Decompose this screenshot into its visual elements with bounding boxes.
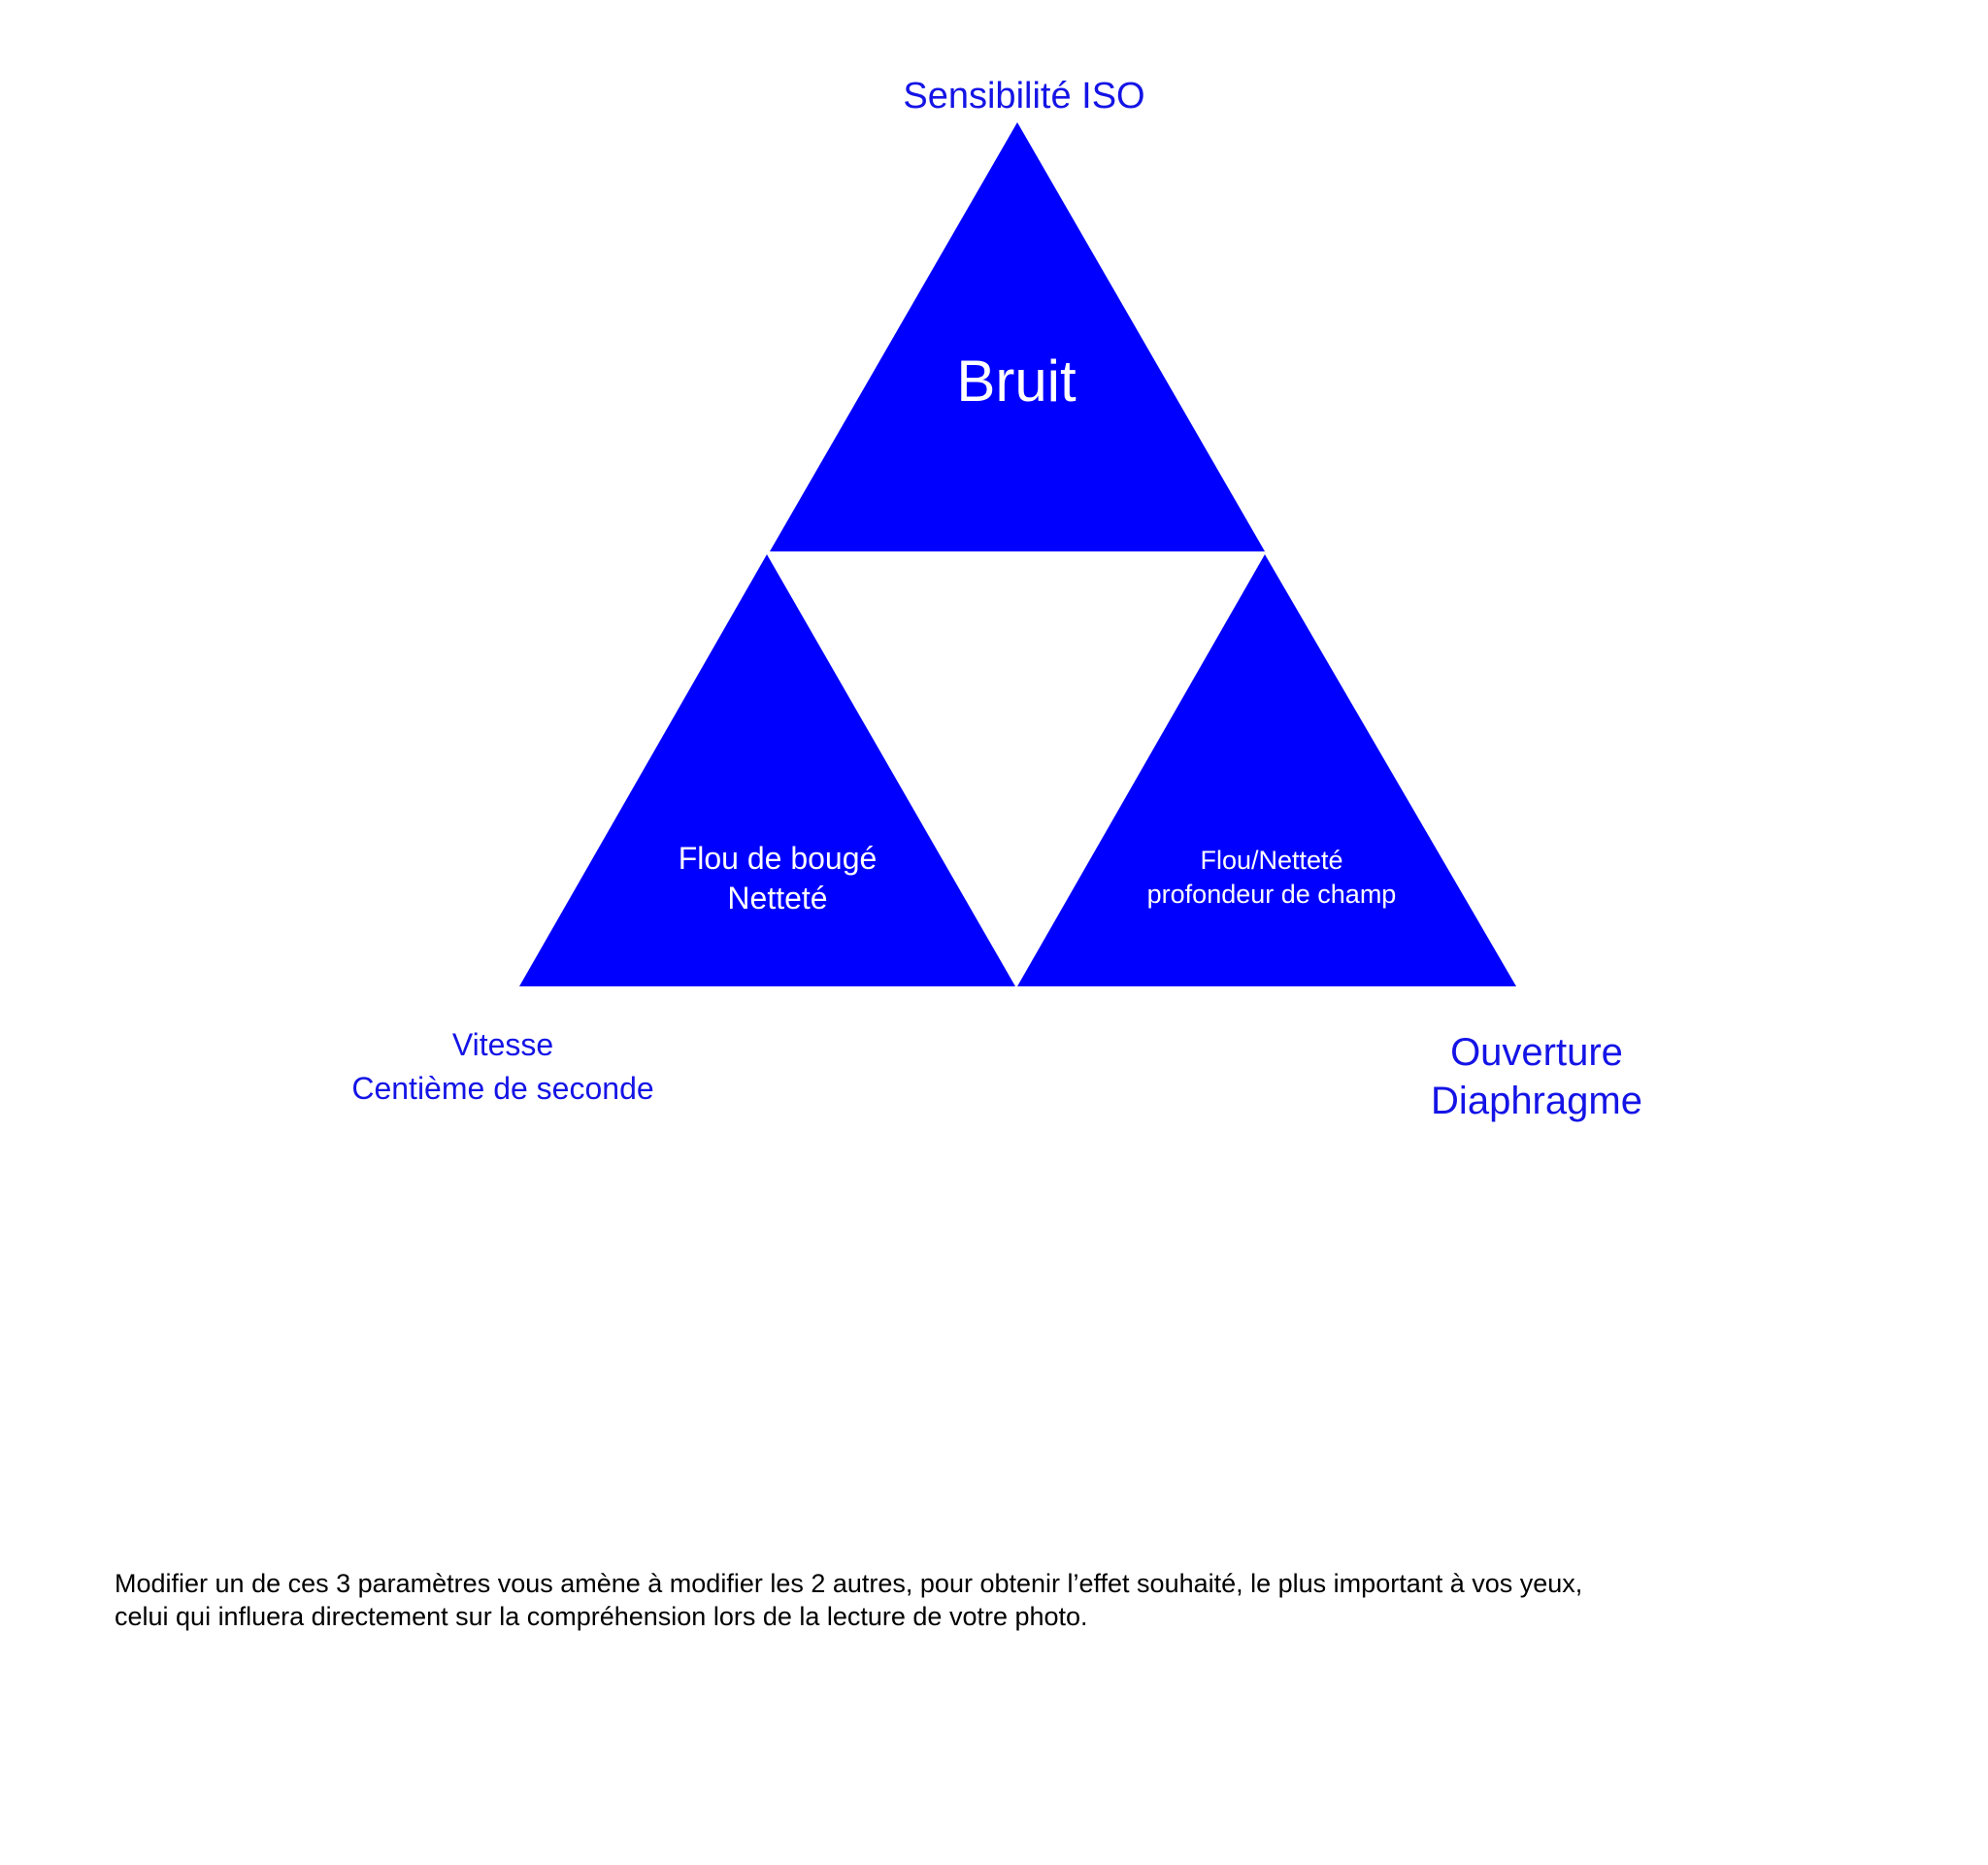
shutter-speed-label-line1: Vitesse xyxy=(451,1027,554,1062)
motion-blur-text-line2: Netteté xyxy=(727,881,828,916)
iso-sensitivity-label-text: Sensibilité ISO xyxy=(903,76,1145,117)
aperture-label-line2: Diaphragme xyxy=(1431,1080,1642,1122)
aperture-label: Ouverture Diaphragme xyxy=(1342,1028,1731,1125)
explanation-note-line2: celui qui influera directement sur la co… xyxy=(115,1602,1088,1631)
shutter-speed-label-line2: Centième de seconde xyxy=(351,1071,654,1106)
iso-sensitivity-label: Sensibilité ISO xyxy=(830,71,1218,121)
aperture-label-line1: Ouverture xyxy=(1450,1031,1623,1074)
explanation-note: Modifier un de ces 3 paramètres vous amè… xyxy=(115,1567,1910,1633)
depth-of-field-text: Flou/Netteté profondeur de champ xyxy=(1077,844,1466,912)
motion-blur-text-line1: Flou de bougé xyxy=(678,841,878,876)
noise-text-line1: Bruit xyxy=(956,349,1077,414)
depth-of-field-text-line1: Flou/Netteté xyxy=(1200,846,1343,875)
shutter-speed-triangle xyxy=(519,554,1015,986)
aperture-triangle xyxy=(1017,554,1516,986)
iso-triangle xyxy=(770,122,1265,551)
noise-text: Bruit xyxy=(822,348,1210,416)
motion-blur-text: Flou de bougé Netteté xyxy=(583,839,972,918)
depth-of-field-text-line2: profondeur de champ xyxy=(1146,880,1397,909)
shutter-speed-label: Vitesse Centième de seconde xyxy=(309,1023,697,1111)
explanation-note-line1: Modifier un de ces 3 paramètres vous amè… xyxy=(115,1569,1583,1598)
